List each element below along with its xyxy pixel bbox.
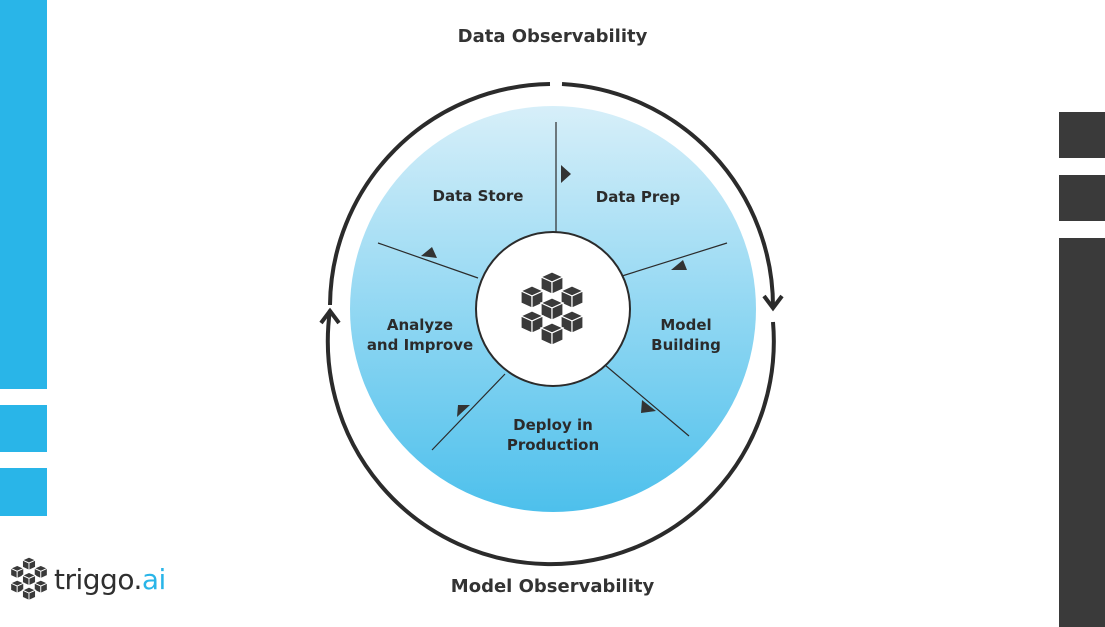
divider-bottom-right [604, 364, 690, 437]
cube-cluster-icon [9, 556, 49, 601]
right-decor-bar-mid [1059, 175, 1105, 221]
left-decor-bar-mid [0, 405, 47, 452]
cube-cluster-icon [519, 271, 585, 346]
segment-label-model-building-line2: Building [651, 336, 721, 354]
segment-label-deploy-line1: Deploy in [513, 416, 593, 434]
data-observability-heading: Data Observability [457, 26, 648, 47]
segment-label-analyze-line2: and Improve [367, 336, 473, 354]
segment-label-data-store: Data Store [433, 187, 524, 205]
outer-cycle-arc-left [325, 309, 776, 567]
divider-right [621, 242, 728, 277]
segment-label-analyze-line1: Analyze [387, 316, 453, 334]
triggo-logo: triggo.ai [8, 556, 166, 602]
segment-label-data-prep: Data Prep [596, 188, 681, 206]
logo-wordmark-accent: ai [141, 562, 166, 596]
outer-cycle-arc-right [561, 82, 776, 309]
flow-triangle-right-icon [671, 260, 687, 270]
logo-wordmark: triggo.ai [54, 563, 166, 596]
divider-bottom-left [431, 373, 506, 451]
right-decor-bar-tall [1059, 238, 1105, 627]
logo-wordmark-main: triggo. [54, 562, 142, 596]
segment-label-deploy-line2: Production [507, 436, 599, 454]
outer-cycle-arc-top-left [328, 82, 551, 306]
flow-triangle-bottom-left-icon [457, 405, 470, 417]
left-decor-bar-low [0, 468, 47, 516]
flow-triangle-left-icon [421, 247, 437, 258]
right-decor-bar-top [1059, 112, 1105, 158]
flow-triangle-top-icon [561, 165, 571, 183]
divider-left [377, 242, 479, 279]
flow-triangle-bottom-right-icon [641, 400, 656, 413]
segment-label-model-building-line1: Model [660, 316, 711, 334]
cycle-arrow-up-icon [319, 307, 341, 325]
left-decor-bar-tall [0, 0, 47, 389]
cycle-arrow-down-icon [762, 294, 784, 312]
model-observability-heading: Model Observability [450, 576, 655, 597]
